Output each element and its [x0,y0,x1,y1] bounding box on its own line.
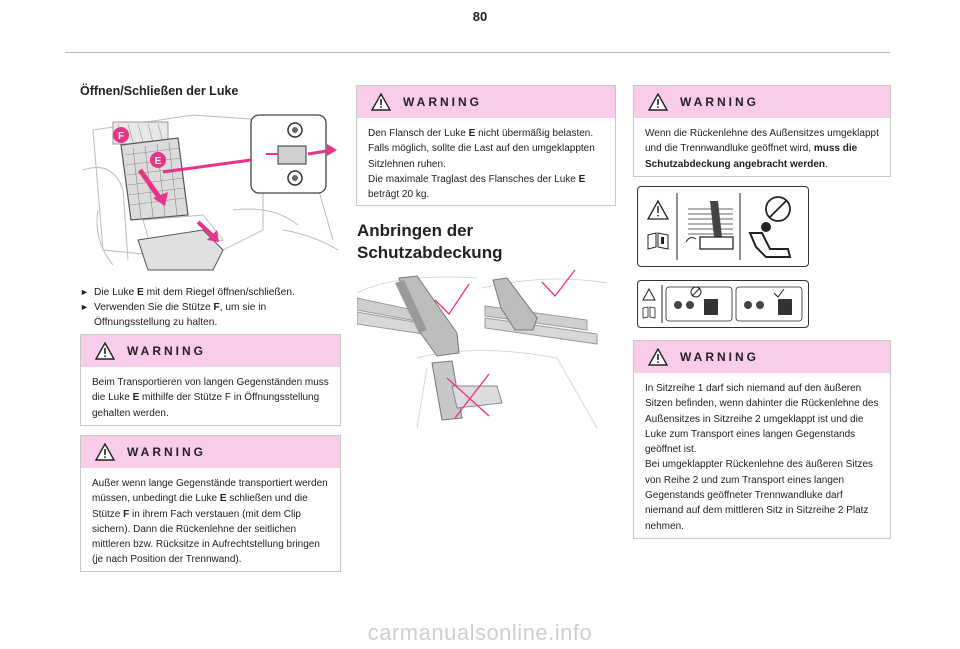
protective-cover-illustration [356,268,612,433]
warning-triangle-icon [648,93,668,111]
text-bold: E [137,287,144,298]
text-part: . [825,158,828,170]
heading-line: Schutzabdeckung [357,243,503,262]
instruction-text: Die Luke E mit dem Riegel öffnen/schließ… [94,285,295,300]
warning-box-occupants: WARNING In Sitzreihe 1 darf sich niemand… [633,340,891,539]
instruction-item: ► Die Luke E mit dem Riegel öffnen/schli… [80,285,342,300]
warning-box-flange: WARNING Den Flansch der Luke E nicht übe… [356,85,616,206]
warning-box-backrest: WARNING Wenn die Rückenlehne des Außensi… [633,85,891,177]
warning-triangle-icon [648,348,668,366]
warning-title: WARNING [127,445,206,459]
text-bold: E [468,128,476,139]
header-rule [65,52,890,53]
warning-box-close: WARNING Außer wenn lange Gegenstände tra… [80,435,341,572]
hatch-illustration: F E [82,110,343,280]
warning-header: WARNING [81,436,340,468]
warning-text: Wenn die Rückenlehne des Außensitzes umg… [634,118,890,172]
instruction-list: ► Die Luke E mit dem Riegel öffnen/schli… [80,285,342,330]
warning-title: WARNING [680,350,759,364]
section-heading-protective-cover: Anbringen der Schutzabdeckung [357,220,502,264]
sticker-small-svg [642,285,803,323]
text-part: beträgt 20 kg. [368,189,430,201]
text-part: mit dem Riegel öffnen/schließen. [143,287,295,298]
text-part: Die maximale Traglast des Flansches der … [368,173,579,185]
sticker-large-svg [646,193,792,260]
text-paragraph: Bei umgeklappter Rückenlehne des äußeren… [645,459,873,532]
text-part: mithilfe der Stütze F in Öffnungsstellun… [92,392,320,419]
warning-triangle-icon [95,443,115,461]
warning-text: In Sitzreihe 1 darf sich niemand auf den… [634,373,890,534]
text-part: nicht übermäßig belasten. Falls möglich,… [368,128,595,170]
text-part: Den Flansch der Luke [368,128,469,139]
heading-line: Anbringen der [357,221,474,240]
warning-title: WARNING [680,95,759,109]
bullet-arrow-icon: ► [80,302,89,312]
label-e: E [155,156,162,167]
warning-triangle-icon [371,93,391,111]
warning-box-transport: WARNING Beim Transportieren von langen G… [80,334,341,426]
warning-sticker-large [637,186,809,267]
warning-header: WARNING [634,341,890,373]
text-part: Wenn die Rückenlehne des Außensitzes umg… [645,128,879,155]
warning-sticker-small [637,280,809,328]
hatch-illustration-svg: F E [82,114,339,271]
text-bold: E [219,493,227,505]
warning-title: WARNING [127,344,206,358]
text-paragraph: In Sitzreihe 1 darf sich niemand auf den… [645,383,879,456]
warning-text: Beim Transportieren von langen Gegenstän… [81,367,340,421]
text-bold: E [578,173,586,185]
warning-triangle-icon [95,342,115,360]
text-part: Die Luke [94,287,138,298]
text-part: Außer wenn lange Gegenstände transportie… [92,478,328,505]
watermark: carmanualsonline.info [367,620,593,645]
text-part: Verwenden Sie die Stütze [94,302,214,313]
instruction-text: Verwenden Sie die Stütze F, um sie in Öf… [94,300,342,330]
warning-header: WARNING [81,335,340,367]
warning-title: WARNING [403,95,482,109]
warning-text: Den Flansch der Luke E nicht übermäßig b… [357,118,615,202]
page-number: 80 [472,9,488,24]
instruction-item: ► Verwenden Sie die Stütze F, um sie in … [80,300,342,330]
text-bold: E [132,392,140,404]
text-bold: F [123,508,130,520]
warning-header: WARNING [357,86,615,118]
text-bold: muss die Schutzabdeckung angebracht werd… [645,143,858,170]
warning-text: Außer wenn lange Gegenstände transportie… [81,468,340,568]
text-part: Beim Transportieren von langen Gegenstän… [92,377,329,404]
text-part: schließen und die Stütze [92,493,308,520]
protective-cover-svg [356,269,608,429]
text-part: , um sie in Öffnungsstellung zu halten. [94,302,267,328]
label-f: F [118,131,124,142]
bullet-arrow-icon: ► [80,287,89,297]
section-heading-open-close: Öffnen/Schließen der Luke [80,84,239,98]
warning-header: WARNING [634,86,890,118]
text-bold: F [213,302,220,313]
text-part: in ihrem Fach verstauen (mit dem Clip si… [92,508,320,566]
